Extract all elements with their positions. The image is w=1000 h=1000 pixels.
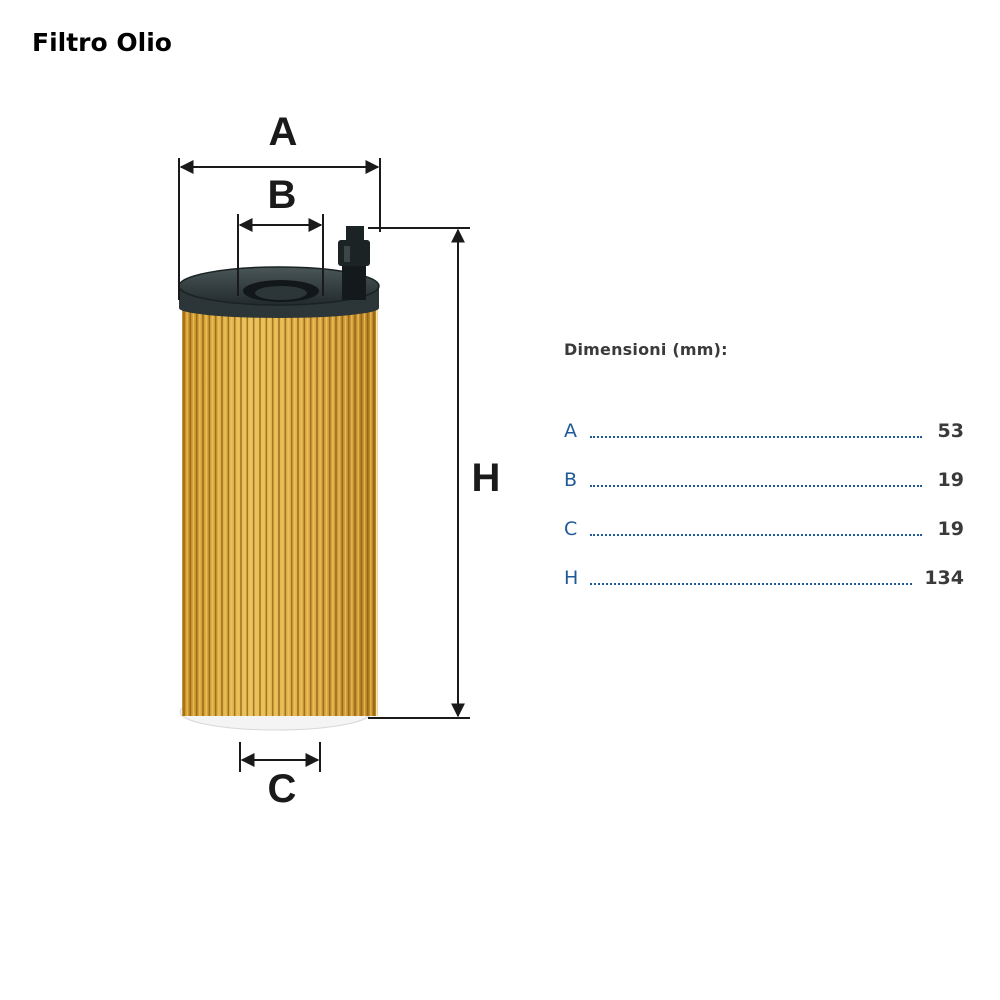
dimension-label-h: H <box>472 456 501 500</box>
dimensions-panel: Dimensioni (mm): A 53 B 19 C 19 H 134 <box>564 340 964 589</box>
dimension-row-h: H 134 <box>564 540 964 589</box>
dimension-row-a: A 53 <box>564 393 964 442</box>
dimension-row-b: B 19 <box>564 442 964 491</box>
filter-pleats <box>183 308 378 716</box>
dimension-key: H <box>564 567 579 589</box>
dimension-key: A <box>564 420 577 442</box>
pin-valve <box>338 226 370 300</box>
dimension-key: C <box>564 518 578 540</box>
dimension-label-c: C <box>268 767 297 811</box>
dimension-value: 53 <box>937 420 964 442</box>
dimension-lines <box>178 158 470 772</box>
dimension-label-b: B <box>268 173 297 217</box>
page-title: Filtro Olio <box>32 28 172 57</box>
dotted-leader <box>590 436 922 438</box>
oil-filter-diagram: A B H C <box>178 110 501 811</box>
dimension-value: 134 <box>924 567 964 589</box>
dotted-leader <box>590 485 922 487</box>
dotted-leader <box>590 534 922 536</box>
dimensions-heading: Dimensioni (mm): <box>564 340 728 359</box>
dimension-value: 19 <box>937 469 964 491</box>
dotted-leader <box>590 583 913 585</box>
dimension-key: B <box>564 469 578 491</box>
dimension-row-c: C 19 <box>564 491 964 540</box>
dimension-label-a: A <box>269 110 298 154</box>
dimension-value: 19 <box>937 518 964 540</box>
center-hole-inner <box>255 286 307 300</box>
